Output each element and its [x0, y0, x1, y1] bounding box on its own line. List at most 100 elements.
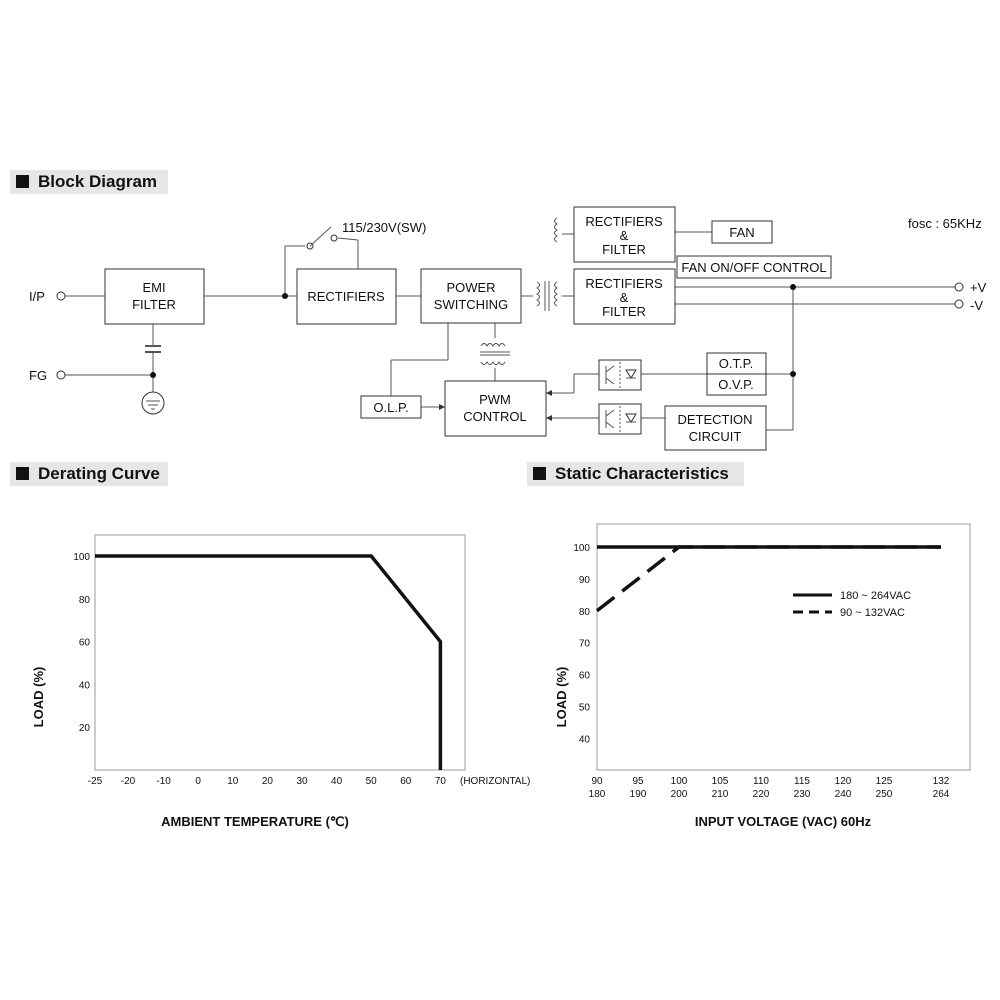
static-x-tick-label: 132	[933, 776, 950, 787]
static-x-tick-label-secondary: 240	[835, 789, 852, 800]
static-x-tick-label: 120	[835, 776, 852, 787]
earth-ground-icon	[141, 391, 165, 415]
derating-x-tick-label: 0	[195, 776, 201, 787]
switch-icon	[306, 226, 338, 250]
derating-y-tick-label: 60	[79, 638, 91, 649]
legend-solid-label: 180 ~ 264VAC	[840, 590, 911, 602]
ovp-box	[706, 373, 767, 396]
fg-label: FG	[29, 368, 47, 383]
header-square-icon	[533, 467, 546, 480]
derating-curve-title: Derating Curve	[38, 464, 160, 483]
rectifiers-filter-top-label: FILTER	[602, 242, 646, 257]
static-x-tick-label: 95	[632, 776, 644, 787]
static-plot-frame	[596, 523, 971, 771]
pwm-control-label: CONTROL	[463, 409, 527, 424]
fan-box	[711, 220, 773, 244]
header-square-icon	[16, 467, 29, 480]
derating-x-tick-label: 40	[331, 776, 343, 787]
static-x-tick-label: 90	[591, 776, 603, 787]
derating-x-tick-label: 60	[400, 776, 412, 787]
static-x-tick-label-secondary: 264	[933, 789, 950, 800]
static-legend: 180 ~ 264VAC 90 ~ 132VAC	[793, 590, 911, 619]
pwm-control-label: PWM	[479, 392, 511, 407]
fan-label: FAN	[729, 225, 754, 240]
transformer-icon	[536, 281, 558, 311]
otp-label: O.T.P.	[719, 356, 753, 371]
derating-x-tick-label: 20	[262, 776, 274, 787]
derating-curve-header: Derating Curve	[10, 462, 168, 486]
derating-x-tick-label: 50	[366, 776, 378, 787]
static-characteristics-title: Static Characteristics	[555, 464, 729, 483]
rectifiers-filter-top-label: RECTIFIERS	[585, 214, 663, 229]
rectifiers-filter-main-label: RECTIFIERS	[585, 276, 663, 291]
derating-x-suffix: (HORIZONTAL)	[460, 776, 530, 787]
block-diagram: 115/230V(SW) I/P FG +V -V fosc : 65KHz	[29, 206, 987, 451]
detection-circuit-label: CIRCUIT	[689, 429, 742, 444]
derating-y-tick-label: 20	[79, 723, 91, 734]
optocoupler-icon	[598, 359, 642, 391]
rectifiers-filter-main-label: &	[620, 290, 629, 305]
rectifiers-filter-top-label: &	[620, 228, 629, 243]
block-diagram-title: Block Diagram	[38, 172, 158, 191]
rectifiers-filter-top-box	[573, 206, 676, 263]
static-y-tick-label: 100	[573, 543, 590, 554]
emi-filter-label: EMI	[142, 280, 165, 295]
rectifiers-filter-main-box	[573, 268, 676, 325]
static-x-tick-label-secondary: 190	[630, 789, 647, 800]
static-x-tick-label-secondary: 180	[589, 789, 606, 800]
power-switching-label: POWER	[446, 280, 495, 295]
derating-series-line	[95, 554, 443, 770]
junction-dot	[790, 371, 796, 377]
rectifiers-filter-main-label: FILTER	[602, 304, 646, 319]
fg-terminal	[56, 370, 66, 380]
static-y-tick-label: 40	[579, 734, 591, 745]
static-x-tick-label: 100	[671, 776, 688, 787]
derating-plot-frame	[94, 534, 466, 771]
pwm-control-box	[444, 380, 547, 437]
emi-filter-box	[104, 268, 205, 325]
static-series-dashed-line	[595, 545, 941, 613]
fan-control-box	[676, 255, 832, 279]
block-diagram-header: Block Diagram	[10, 170, 168, 194]
switch-label: 115/230V(SW)	[342, 220, 426, 235]
ip-label: I/P	[29, 289, 45, 304]
static-y-tick-label: 70	[579, 639, 591, 650]
static-x-tick-label: 105	[712, 776, 729, 787]
derating-y-tick-label: 100	[73, 552, 90, 563]
static-y-tick-label: 50	[579, 703, 591, 714]
header-square-icon	[16, 175, 29, 188]
derating-x-tick-label: -10	[156, 776, 171, 787]
vminus-label: -V	[970, 298, 983, 313]
static-y-tick-label: 60	[579, 671, 591, 682]
junction-dot	[150, 372, 156, 378]
derating-y-axis-label: LOAD (%)	[31, 667, 46, 728]
static-x-tick-label-secondary: 210	[712, 789, 729, 800]
rectifiers-label: RECTIFIERS	[307, 289, 385, 304]
static-x-tick-label-secondary: 230	[794, 789, 811, 800]
static-y-tick-label: 90	[579, 575, 591, 586]
legend-dashed-label: 90 ~ 132VAC	[840, 607, 905, 619]
static-x-tick-label: 110	[753, 776, 769, 787]
derating-x-tick-label: 30	[296, 776, 308, 787]
static-x-tick-label-secondary: 220	[753, 789, 770, 800]
static-y-axis-label: LOAD (%)	[554, 667, 569, 728]
transformer-icon	[554, 217, 558, 243]
olp-box	[360, 395, 422, 419]
derating-y-tick-label: 40	[79, 680, 91, 691]
power-switching-box	[420, 268, 522, 324]
detection-circuit-label: DETECTION	[677, 412, 752, 427]
transformer-icon	[480, 343, 510, 365]
derating-x-tick-label: -20	[121, 776, 136, 787]
derating-x-tick-label: 10	[227, 776, 239, 787]
optocoupler-icon	[598, 403, 642, 435]
derating-x-tick-label: 70	[435, 776, 447, 787]
derating-x-tick-label: -25	[88, 776, 103, 787]
derating-y-tick-label: 80	[79, 595, 91, 606]
ovp-label: O.V.P.	[718, 377, 753, 392]
vminus-terminal	[954, 299, 964, 309]
junction-dot	[282, 293, 288, 299]
junction-dot	[790, 284, 796, 290]
static-x-axis-label: INPUT VOLTAGE (VAC) 60Hz	[695, 814, 872, 829]
fosc-label: fosc : 65KHz	[908, 216, 982, 231]
static-y-tick-label: 80	[579, 607, 591, 618]
